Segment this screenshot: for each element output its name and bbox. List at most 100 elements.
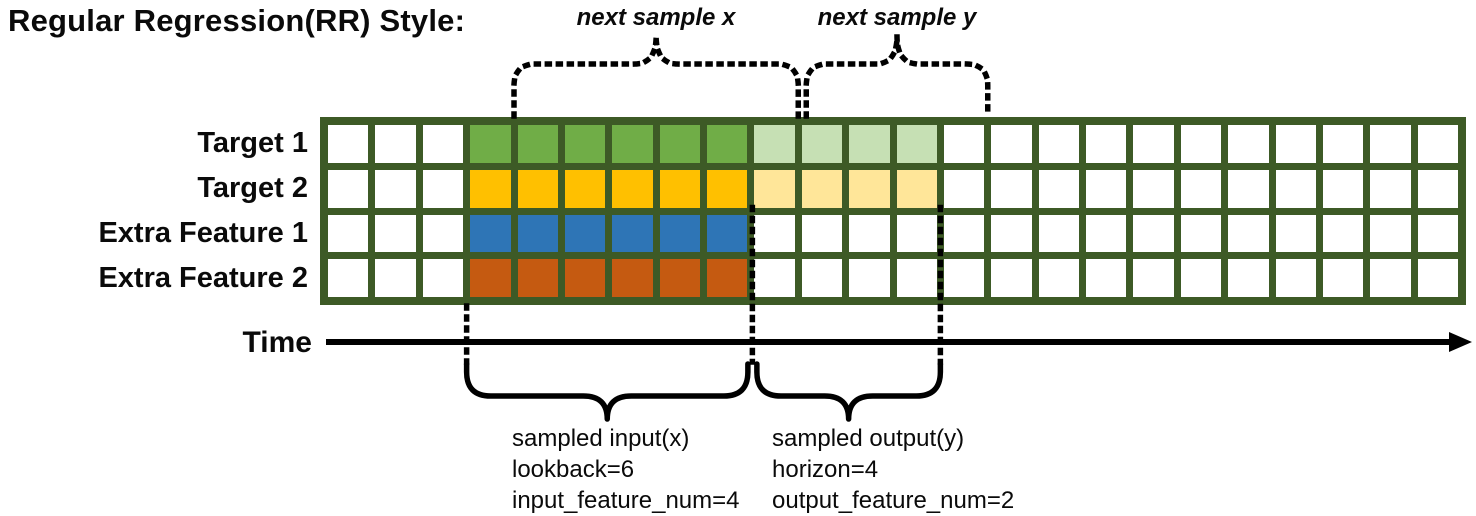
horizon-value: horizon=4 (772, 456, 879, 483)
grid-cell (612, 214, 653, 253)
grid-cell (754, 259, 795, 297)
grid-cell (707, 214, 748, 253)
grid-cell (943, 169, 985, 208)
grid-cell (612, 169, 653, 208)
grid-cell (1228, 125, 1269, 163)
sampled-output-annotation: sampled output(y) horizon=4 output_featu… (772, 423, 1014, 516)
grid-cell (1370, 125, 1411, 163)
grid-cell (1180, 214, 1222, 253)
grid-cell (1133, 125, 1174, 163)
grid-cell (659, 259, 700, 297)
grid-cell (1322, 125, 1364, 163)
grid-cell (1086, 259, 1127, 297)
grid-cell (1086, 214, 1127, 253)
grid-cell (470, 125, 511, 163)
grid-cell (1086, 169, 1127, 208)
sampled-output-title: sampled output(y) (772, 425, 965, 452)
grid-cell (1086, 125, 1127, 163)
row-label-extra-feature-1: Extra Feature 1 (98, 216, 308, 249)
grid-cell (517, 169, 558, 208)
grid-cell (1228, 259, 1269, 297)
grid-cell (849, 169, 890, 208)
grid-cell (470, 259, 511, 297)
grid-cell (801, 125, 843, 163)
lookback-value: lookback=6 (512, 456, 635, 483)
grid-cell (328, 169, 369, 208)
grid-cell (991, 214, 1032, 253)
grid-cell (659, 125, 700, 163)
grid-cell (470, 169, 511, 208)
grid-cell (328, 259, 369, 297)
grid-cell (707, 125, 748, 163)
diagram-title: Regular Regression(RR) Style: (8, 3, 466, 38)
grid-cell (1275, 169, 1316, 208)
grid-cell (1133, 259, 1174, 297)
row-label-target-1: Target 1 (197, 127, 308, 160)
grid-cell (1228, 169, 1269, 208)
grid-cell (422, 259, 464, 297)
output-feature-num-value: output_feature_num=2 (772, 487, 1015, 514)
grid-cell (991, 125, 1032, 163)
grid-cell (896, 169, 937, 208)
grid-cell (517, 125, 558, 163)
grid-cell (1038, 169, 1079, 208)
grid-cell (1275, 259, 1316, 297)
grid-cell (1370, 214, 1411, 253)
grid-cell (564, 214, 606, 253)
grid-cell (375, 169, 416, 208)
grid-cell (375, 125, 416, 163)
grid-cell (991, 259, 1032, 297)
grid-cell (612, 125, 653, 163)
grid-cell (849, 125, 890, 163)
grid-cell (659, 214, 700, 253)
row-label-target-2: Target 2 (197, 172, 308, 205)
grid-cell (659, 169, 700, 208)
sampled-input-title: sampled input(x) (512, 425, 690, 452)
grid-row-target (328, 125, 1458, 163)
grid-cell (422, 214, 464, 253)
grid-cell (943, 125, 985, 163)
grid-cell (801, 259, 843, 297)
grid-cell (1133, 214, 1174, 253)
sampled-input-annotation: sampled input(x) lookback=6 input_featur… (512, 423, 740, 516)
grid-cell (801, 169, 843, 208)
grid-cell (564, 259, 606, 297)
grid-cell (1417, 259, 1458, 297)
grid-cell (943, 259, 985, 297)
sample-grid (320, 117, 1466, 305)
grid-cell (517, 259, 558, 297)
grid-cell (564, 169, 606, 208)
next-sample-x-brace (511, 35, 801, 119)
grid-cell (1322, 169, 1364, 208)
grid-cell (849, 259, 890, 297)
grid-cell (707, 169, 748, 208)
grid-cell (517, 214, 558, 253)
grid-row-target (328, 169, 1458, 208)
grid-cell (754, 169, 795, 208)
input-feature-num-value: input_feature_num=4 (512, 487, 740, 514)
grid-cell (754, 214, 795, 253)
grid-cell (1322, 259, 1364, 297)
grid-cell (1038, 259, 1079, 297)
grid-cell (849, 214, 890, 253)
next-sample-x-label: next sample x (576, 4, 736, 31)
grid-cell (1370, 259, 1411, 297)
grid-cell (1417, 169, 1458, 208)
grid-cell (1370, 169, 1411, 208)
grid-cell (801, 214, 843, 253)
next-sample-y-brace (803, 35, 991, 119)
grid-cell (1038, 125, 1079, 163)
grid-cell (422, 125, 464, 163)
grid-cell (328, 125, 369, 163)
grid-row-extra-feature (328, 214, 1458, 253)
output-brace (754, 361, 944, 422)
grid-cell (896, 214, 937, 253)
grid-cell (991, 169, 1032, 208)
time-axis-label: Time (242, 326, 312, 359)
grid-cell (1180, 169, 1222, 208)
grid-cell (1180, 259, 1222, 297)
next-sample-y-label: next sample y (817, 4, 977, 31)
grid-cell (375, 259, 416, 297)
grid-cell (1038, 214, 1079, 253)
